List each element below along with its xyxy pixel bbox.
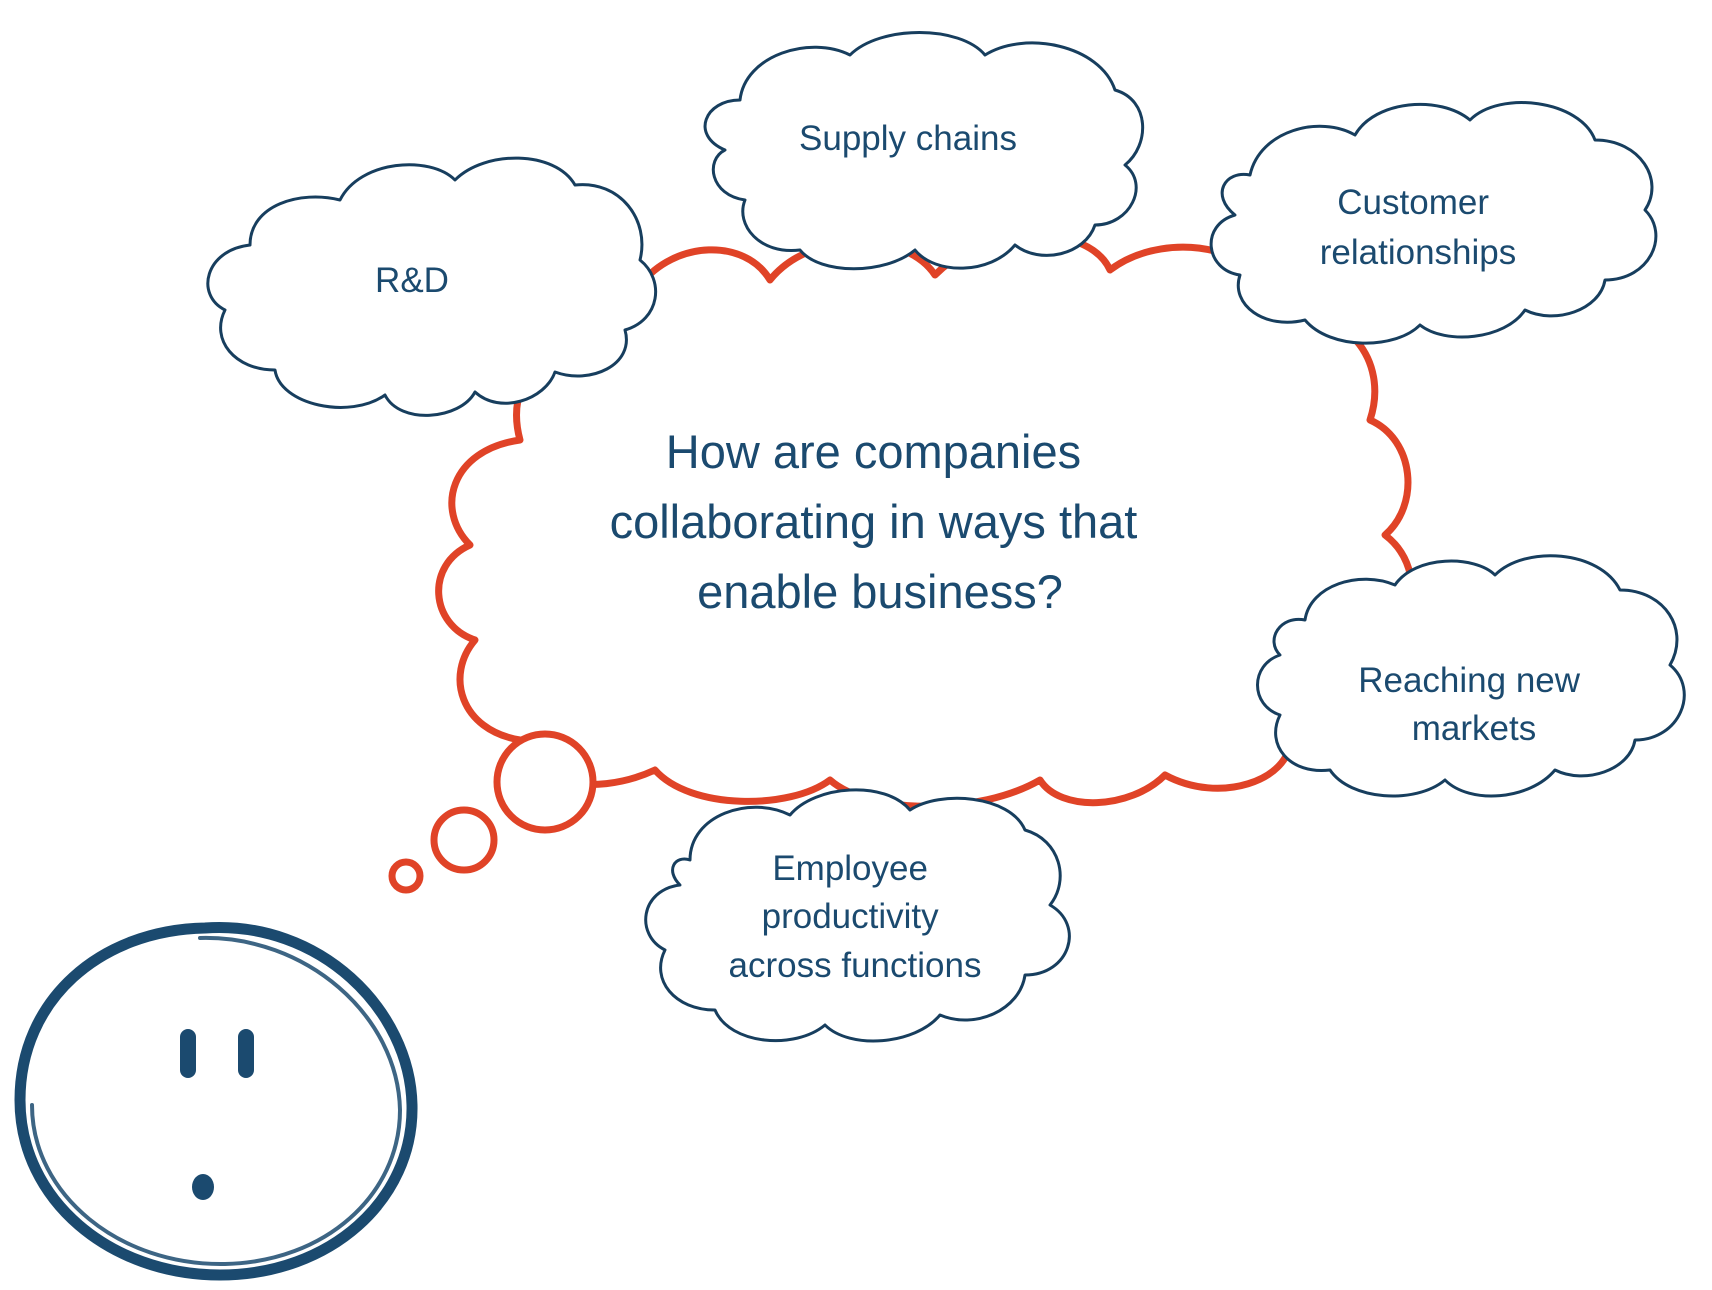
central-question-line-1: How are companies — [666, 425, 1081, 478]
label-customer-relationships: Customer relationships — [1320, 183, 1517, 272]
central-thought-cloud — [435, 231, 1416, 810]
thought-bubble-small — [388, 858, 424, 894]
label-reaching-new-markets: Reaching new markets — [1358, 661, 1590, 748]
central-question-line-3: enable business? — [697, 565, 1063, 618]
central-question-line-2: collaborating in ways that — [610, 495, 1138, 548]
cloud-supply — [703, 31, 1145, 271]
central-question: How are companies collaborating in ways … — [610, 425, 1151, 618]
thought-bubble-large — [493, 730, 597, 834]
label-employee-productivity: Employee productivity across functions — [729, 849, 982, 985]
cloud-employee — [644, 788, 1071, 1043]
surprised-face-icon — [14, 922, 418, 1281]
cloud-rd — [206, 156, 657, 417]
cloud-customer — [1209, 101, 1658, 345]
mouth-icon — [192, 1174, 214, 1200]
cloud-markets — [1256, 554, 1686, 798]
thought-bubble-medium — [430, 806, 498, 874]
label-supply-chains: Supply chains — [799, 119, 1017, 158]
label-rd: R&D — [375, 261, 449, 300]
